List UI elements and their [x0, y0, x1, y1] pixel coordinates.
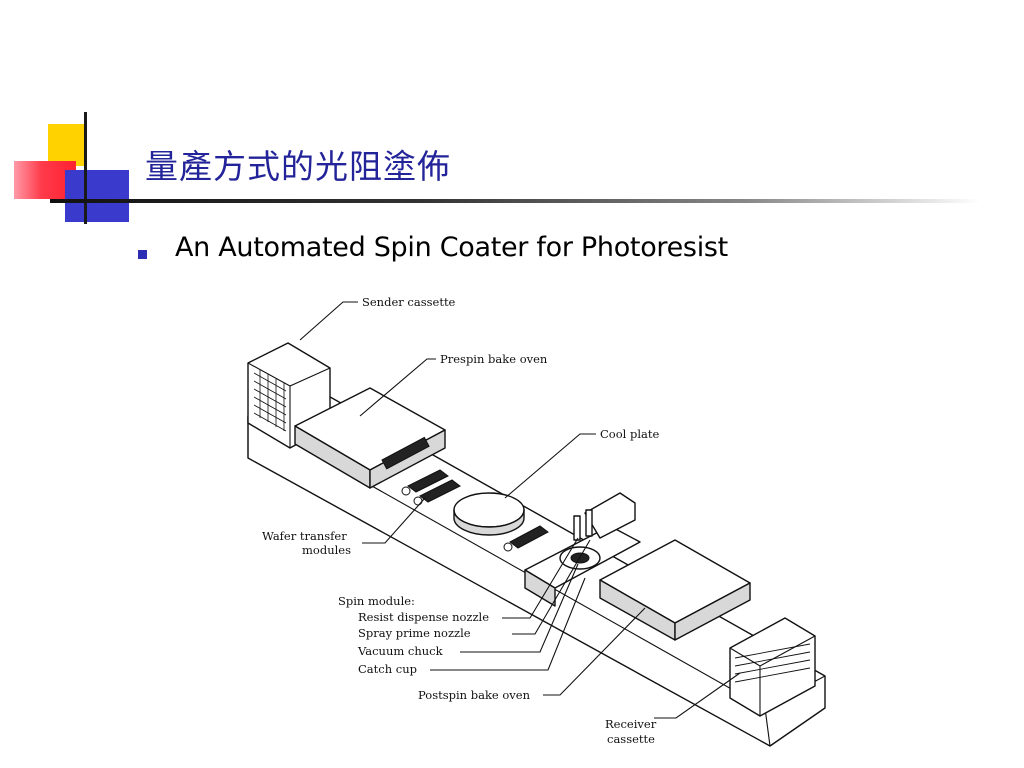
label-catch-cup: Catch cup: [358, 662, 417, 676]
postspin-oven-shape: [599, 539, 751, 641]
accent-square-blue: [65, 170, 129, 222]
spin-coater-drawing: Sender cassette Prespin bake oven Cool p…: [247, 295, 826, 747]
slide-title: 量產方式的光阻塗佈: [145, 147, 451, 186]
label-receiver-cassette: cassette: [607, 732, 655, 746]
label-vacuum-chuck: Vacuum chuck: [357, 644, 444, 658]
leader-lines: [299, 301, 741, 719]
transfer-module-2-shape: [503, 525, 549, 552]
label-sender-cassette: Sender cassette: [362, 295, 456, 309]
bullet-square-icon: [138, 250, 147, 259]
receiver-cassette-shape: [729, 617, 816, 717]
accent-vertical-line: [84, 112, 87, 224]
label-receiver: Receiver: [605, 717, 657, 731]
label-spin-module: Spin module:: [338, 594, 415, 608]
cool-plate-shape: [453, 492, 525, 536]
label-resist-dispense-nozzle: Resist dispense nozzle: [358, 610, 489, 624]
spin-module-shape: [524, 492, 641, 607]
spin-coater-diagram: Sender cassette Prespin bake oven Cool p…: [240, 288, 830, 768]
label-wafer-transfer-modules: modules: [302, 543, 351, 557]
title-underline: [50, 199, 980, 203]
label-cool-plate: Cool plate: [600, 427, 659, 441]
bullet-text: An Automated Spin Coater for Photoresist: [175, 232, 728, 263]
label-spray-prime-nozzle: Spray prime nozzle: [358, 626, 471, 640]
label-postspin-bake-oven: Postspin bake oven: [418, 688, 531, 702]
accent-square-yellow: [48, 124, 86, 166]
prespin-oven-shape: [294, 387, 446, 489]
label-prespin-bake-oven: Prespin bake oven: [440, 352, 548, 366]
transfer-module-1-shape: [401, 469, 461, 506]
label-wafer-transfer: Wafer transfer: [262, 529, 347, 543]
